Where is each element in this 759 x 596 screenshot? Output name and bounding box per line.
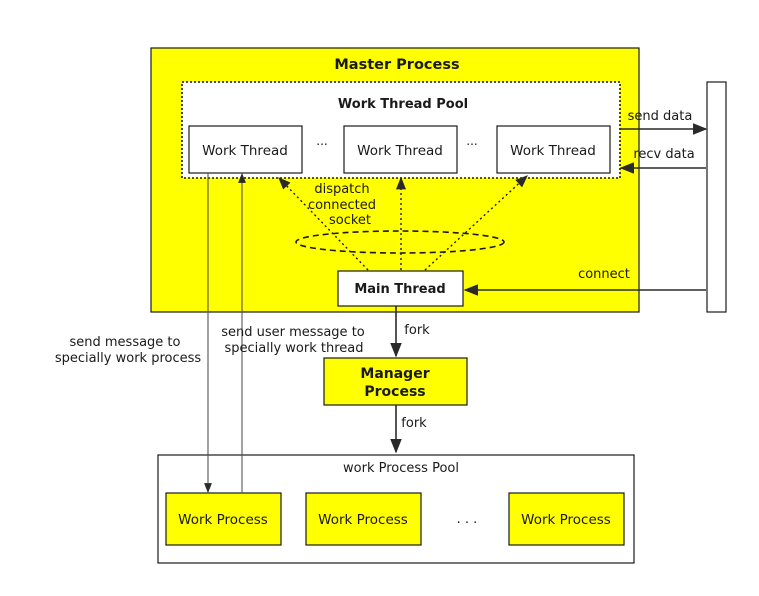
send-message-label-1: send message to (69, 335, 180, 350)
manager-process-label-1: Manager (360, 366, 429, 382)
work-process-box-2 (305, 492, 422, 546)
work-thread-label-2: Work Thread (357, 143, 443, 159)
work-process-box-3 (508, 492, 625, 546)
master-process-title: Master Process (334, 57, 459, 73)
main-thread-box (337, 270, 464, 307)
thread-ellipsis-1: ... (316, 134, 327, 148)
work-thread-pool-title: Work Thread Pool (338, 97, 468, 112)
process-ellipsis: . . . (457, 512, 478, 527)
work-thread-box-1 (188, 125, 303, 174)
dispatch-arrow-1 (278, 177, 369, 271)
work-thread-box-3 (496, 125, 611, 174)
thread-ellipsis-2: ... (466, 134, 477, 148)
dispatch-label-line-2: connected (308, 198, 376, 213)
work-process-pool-title: work Process Pool (343, 461, 459, 476)
main-thread-label: Main Thread (354, 282, 445, 297)
work-process-box-1 (165, 492, 282, 546)
send-user-message-label-1: send user message to (221, 325, 365, 340)
dispatch-label-line-1: dispatch (314, 182, 369, 197)
manager-process-label-2: Process (364, 384, 425, 400)
dispatch-arrow-3 (424, 175, 528, 271)
send-data-label: send data (628, 109, 693, 124)
connect-label: connect (578, 267, 630, 282)
work-process-label-2: Work Process (318, 512, 408, 528)
send-message-label-2: specially work process (55, 351, 202, 366)
manager-process-box (323, 357, 468, 406)
dispatch-label-line-3: socket (329, 213, 371, 228)
work-thread-box-2 (343, 125, 458, 174)
send-user-message-label-2: specially work thread (224, 341, 363, 356)
fork-label-top: fork (404, 323, 430, 338)
fork-label-bottom: fork (401, 416, 427, 431)
work-process-label-1: Work Process (178, 512, 268, 528)
recv-data-label: recv data (633, 147, 694, 162)
work-thread-label-3: Work Thread (510, 143, 596, 159)
client-bar (706, 81, 727, 313)
socket-queue-ellipse (295, 230, 505, 254)
work-thread-label-1: Work Thread (202, 143, 288, 159)
work-process-label-3: Work Process (521, 512, 611, 528)
